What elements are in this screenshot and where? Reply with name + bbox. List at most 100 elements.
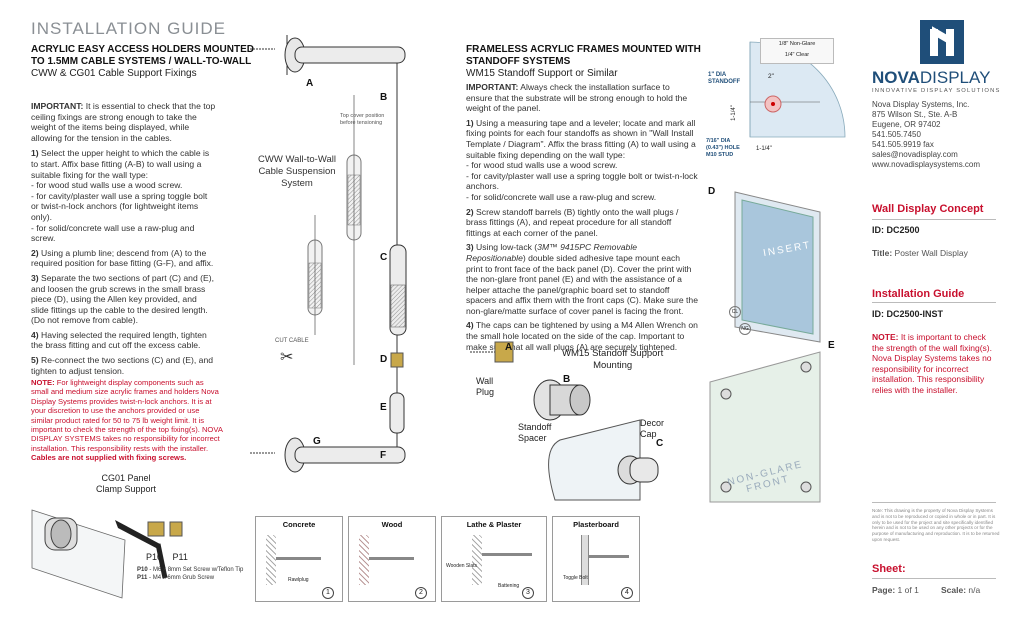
- top-cover-line1: Top cover position: [340, 113, 385, 119]
- left-subtitle-line3: CWW & CG01 Cable Support Fixings: [31, 68, 197, 79]
- ng-marker: NG: [739, 323, 751, 335]
- step-bullet: - for cavity/plaster wall use a spring t…: [31, 190, 208, 222]
- guide-id: ID: DC2500-INST: [872, 309, 943, 319]
- cable-label-e: E: [380, 402, 387, 413]
- part-p10-code: P10: [137, 567, 148, 573]
- cable-label-c: C: [380, 252, 388, 263]
- step-text: Select the upper height to which the cab…: [31, 148, 210, 180]
- step-text: Using a measuring tape and a leveler; lo…: [466, 117, 696, 160]
- left-note: NOTE: For lightweight display components…: [31, 378, 223, 463]
- note-label: NOTE:: [31, 378, 55, 387]
- important-label: IMPORTANT:: [466, 82, 519, 92]
- step-bullet: - for solid/concrete wall use a raw-plug…: [31, 222, 195, 244]
- cg01-clamp-illustration: [31, 509, 183, 599]
- step-number: 4): [31, 329, 39, 340]
- logo-nova: NOVA: [872, 68, 920, 87]
- concept-id: ID: DC2500: [872, 225, 920, 235]
- step-text: Re-connect the two sections (C) and (E),…: [31, 355, 213, 376]
- panel-spec-line1: 1/8" Non-Glare: [778, 41, 816, 47]
- title-label: Title:: [872, 248, 893, 258]
- cww-line3: System: [281, 178, 313, 189]
- step-number: 5): [31, 355, 39, 366]
- part-labels: P10 P11: [146, 552, 188, 562]
- part-p11-label: P11: [172, 552, 188, 562]
- important-label: IMPORTANT:: [31, 101, 84, 111]
- part-p10-desc: - M6 x 8mm Set Screw w/Teflon Tip: [147, 567, 244, 573]
- company-contact: Nova Display Systems, Inc. 875 Wilson St…: [872, 100, 980, 170]
- hole-spec-line2: (0.43") HOLE: [706, 145, 740, 151]
- cable-label-b: B: [380, 92, 388, 103]
- decor-line2: Cap: [640, 429, 657, 439]
- sheet-title: Sheet:: [872, 563, 906, 575]
- cable-label-g: G: [313, 436, 321, 447]
- cg01-label: CG01 Panel Clamp Support: [96, 473, 156, 495]
- concrete-wall-hatch: [266, 535, 276, 585]
- step-text: ) double sided adhesive tape mount each …: [466, 252, 698, 316]
- cww-line2: Cable Suspension: [258, 166, 336, 177]
- step-number: 2): [31, 247, 39, 258]
- concept-title: Wall Display Concept: [872, 203, 984, 215]
- important-text: It is essential to check that the top ce…: [31, 101, 216, 143]
- panel-spec-tag: 1/8" Non-Glare 1/4" Clear: [760, 38, 834, 64]
- wall-plug-label: Wall Plug: [476, 376, 494, 398]
- step-text: The caps can be tightened by using a M4 …: [466, 320, 698, 352]
- guide-title: Installation Guide: [872, 288, 965, 300]
- wall-type-number: 1: [322, 587, 334, 599]
- wall-type-concrete: Concrete Rawlplug 1: [255, 516, 343, 602]
- middle-instructions: IMPORTANT: Always check the installation…: [466, 82, 698, 352]
- cable-label-f: F: [380, 450, 387, 461]
- cg01-label-line1: CG01 Panel: [101, 473, 151, 483]
- middle-subtitle-line1: FRAMELESS ACRYLIC FRAMES MOUNTED WITH ST…: [466, 44, 701, 67]
- left-subtitle-line1: ACRYLIC EASY ACCESS HOLDERS MOUNTED: [31, 44, 254, 55]
- part-p11-code: P11: [137, 575, 148, 581]
- guide-id-label: ID:: [872, 309, 884, 319]
- divider: [872, 502, 996, 503]
- standoff-spacer-label: Standoff Spacer: [518, 422, 551, 444]
- cww-line1: CWW Wall-to-Wall: [258, 154, 336, 165]
- wall-type-title: Concrete: [282, 520, 316, 529]
- divider: [872, 219, 996, 220]
- screw-shape: [369, 557, 414, 560]
- standoff-line2: Spacer: [518, 433, 547, 443]
- cable-label-d: D: [380, 354, 388, 365]
- wall-type-lathe-plaster: Lathe & Plaster Wooden Slats Battening 3: [441, 516, 547, 602]
- wm15-line1: WM15 Standoff Support: [562, 348, 664, 359]
- screw-shape: [589, 555, 629, 558]
- hole-spec-line1: 7/16" DIA: [706, 138, 731, 144]
- page-info: Page: 1 of 1: [872, 585, 919, 595]
- dim-vertical: 1-1/4": [730, 105, 737, 121]
- company-website[interactable]: www.novadisplaysystems.com: [872, 160, 981, 169]
- standoff-dim-label: 1" DIA STANDOFF: [708, 72, 740, 86]
- step-number: 1): [31, 148, 39, 159]
- company-email[interactable]: sales@novadisplay.com: [872, 150, 958, 159]
- company-address2: Eugene, OR 97402: [872, 120, 941, 129]
- panel-spec-line2: 1/4" Clear: [784, 52, 810, 58]
- cable-system-diagram: [250, 35, 407, 473]
- step-number: 3): [466, 242, 474, 253]
- scale-info: Scale: n/a: [941, 585, 980, 595]
- dim-2in: 2": [768, 73, 774, 80]
- divider: [872, 302, 996, 303]
- important-text: Always check the installation surface to…: [466, 82, 688, 114]
- step-number: 2): [466, 206, 474, 217]
- standoff-line1: Standoff: [518, 422, 552, 432]
- step-number: 4): [466, 320, 474, 331]
- step-number: 1): [466, 117, 474, 128]
- wall-type-sub: Rawlplug: [288, 577, 309, 583]
- cg01-label-line2: Clamp Support: [96, 484, 157, 494]
- wall-plug-line1: Wall: [476, 376, 494, 386]
- middle-subtitle: FRAMELESS ACRYLIC FRAMES MOUNTED WITH ST…: [466, 44, 746, 80]
- wall-type-number: 4: [621, 587, 633, 599]
- nova-logo-wordmark: NOVADISPLAY: [872, 68, 990, 88]
- scale-label: Scale:: [941, 585, 967, 595]
- decor-line1: Decor: [640, 418, 665, 428]
- company-address1: 875 Wilson St., Ste. A-B: [872, 110, 958, 119]
- note-text: For lightweight display components such …: [31, 378, 223, 453]
- divider: [872, 578, 996, 579]
- step-text: Screw standoff barrels (B) tightly onto …: [466, 206, 679, 238]
- screw-shape: [482, 553, 532, 556]
- wm15-label-c: C: [656, 438, 664, 449]
- cl-marker: CL: [729, 306, 741, 318]
- hole-spec-line3: M10 STUD: [706, 152, 734, 158]
- left-instructions: IMPORTANT: It is essential to check that…: [31, 101, 216, 376]
